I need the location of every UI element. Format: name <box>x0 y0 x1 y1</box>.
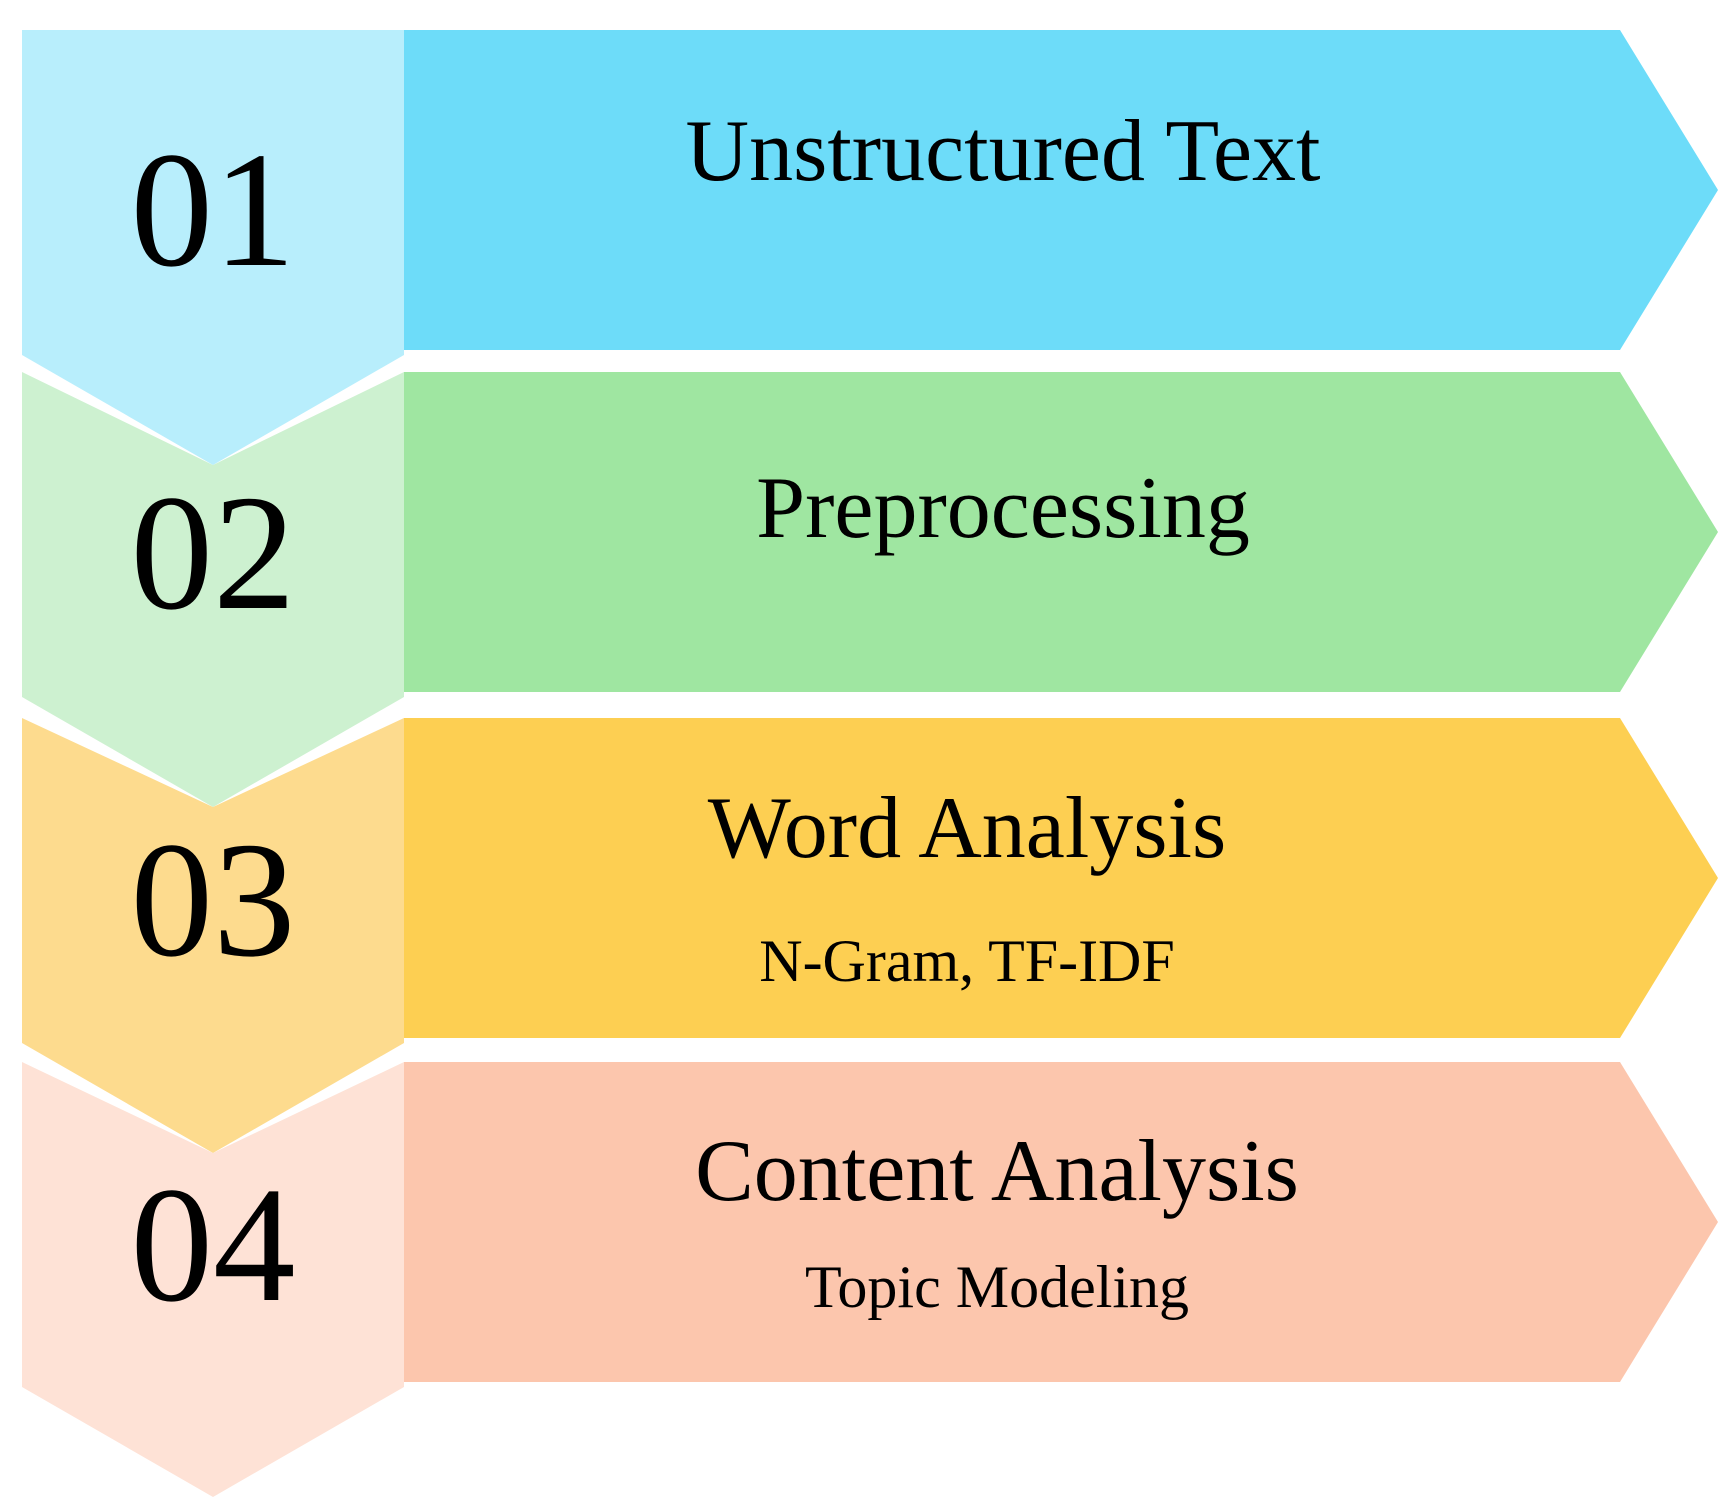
step-2: 02 Preprocessing <box>22 372 1718 807</box>
step-4-title: Content Analysis <box>695 1123 1299 1220</box>
step-4: 04 Content Analysis Topic Modeling <box>22 1062 1718 1497</box>
step-3: 03 Word Analysis N-Gram, TF-IDF <box>22 718 1718 1153</box>
step-3-subtitle: N-Gram, TF-IDF <box>759 928 1175 994</box>
step-3-title: Word Analysis <box>708 780 1226 877</box>
step-4-badge <box>22 1062 404 1497</box>
step-1: 01 Unstructured Text <box>22 30 1718 465</box>
step-1-title: Unstructured Text <box>686 103 1321 200</box>
step-4-number: 04 <box>131 1153 296 1336</box>
step-1-badge <box>22 30 404 465</box>
step-3-number: 03 <box>131 808 296 991</box>
step-1-band <box>404 30 1718 350</box>
step-4-subtitle: Topic Modeling <box>805 1254 1189 1320</box>
step-2-band <box>404 372 1718 692</box>
step-2-number: 02 <box>131 461 296 644</box>
step-4-band <box>404 1062 1718 1382</box>
step-2-badge <box>22 372 404 807</box>
step-3-badge <box>22 718 404 1153</box>
step-1-number: 01 <box>131 118 296 301</box>
step-3-band <box>404 718 1718 1038</box>
step-2-title: Preprocessing <box>756 460 1250 557</box>
